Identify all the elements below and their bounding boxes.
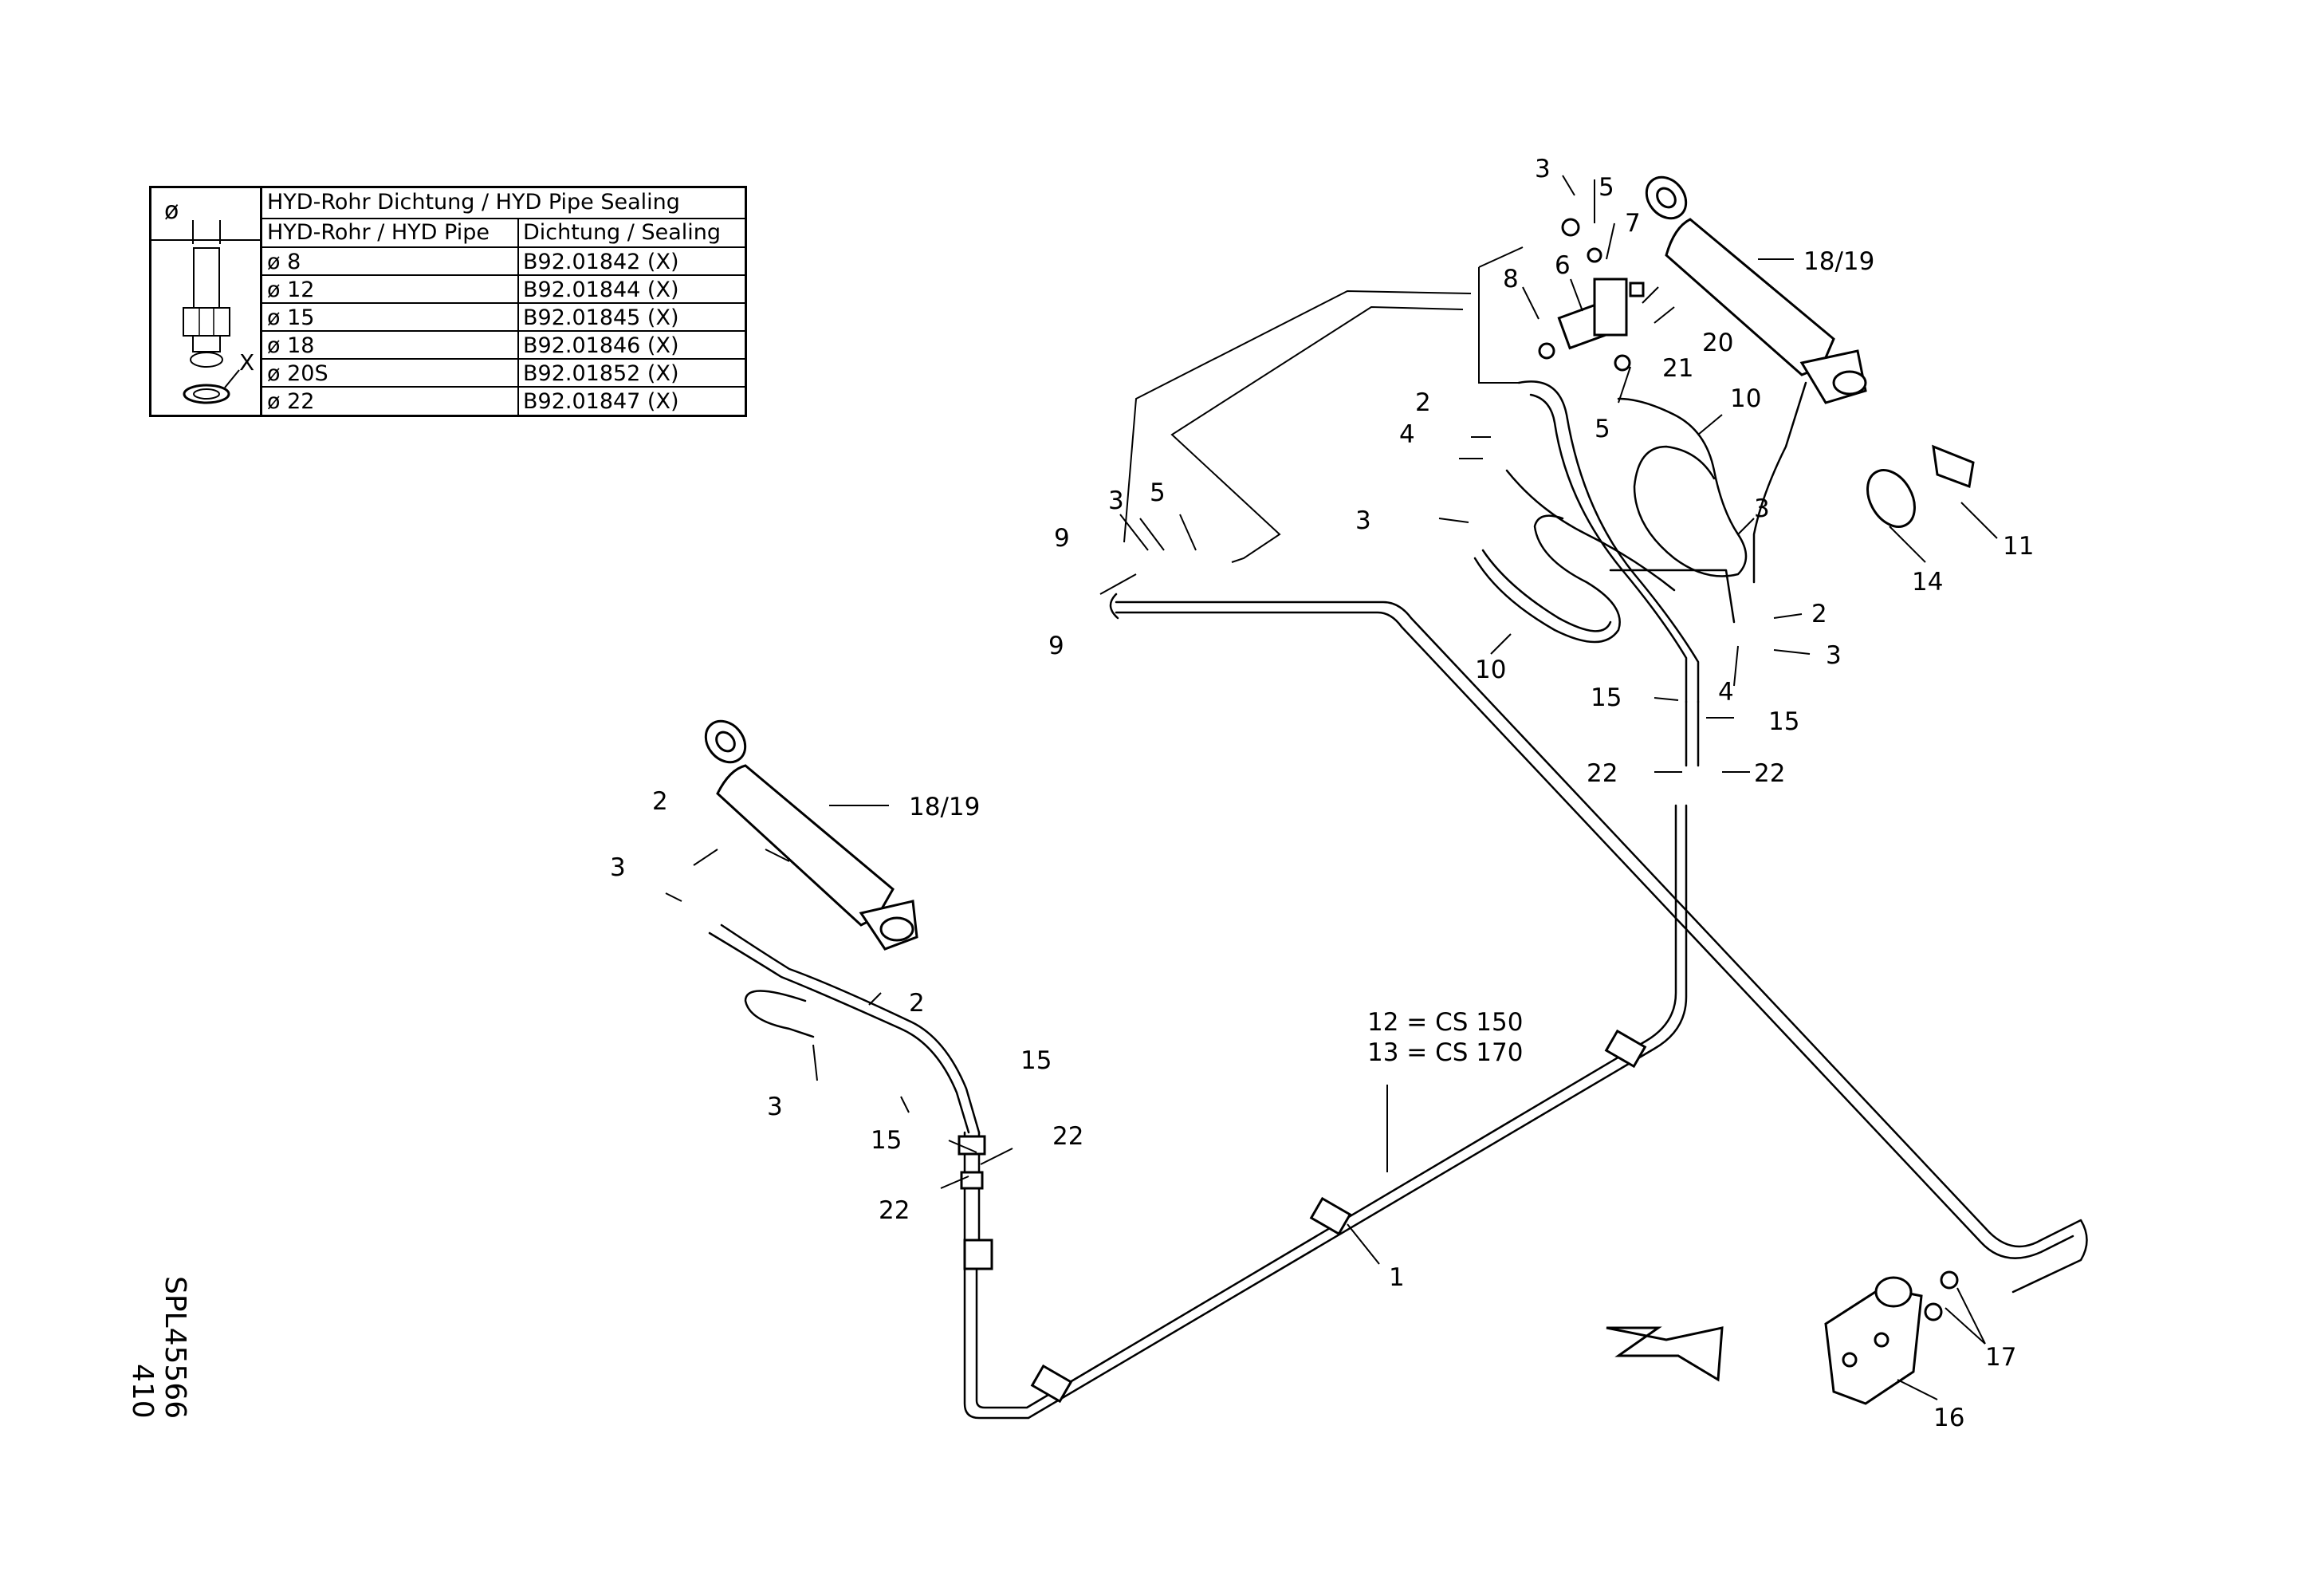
callout-14: 14 bbox=[1912, 568, 1943, 597]
table-row-seal: B92.01844 (X) bbox=[523, 278, 679, 302]
callout-10: 10 bbox=[1730, 384, 1761, 413]
direction-arrow bbox=[1606, 1326, 1724, 1382]
callout-22: 22 bbox=[1754, 759, 1785, 788]
cylinder-lower-left bbox=[704, 719, 918, 951]
variant-line-1: 12 = CS 150 bbox=[1367, 1008, 1523, 1037]
table-row-seal: B92.01846 (X) bbox=[523, 333, 679, 358]
table-row-pipe: ø 18 bbox=[267, 333, 315, 358]
pipe-fitting-icon: ø X bbox=[151, 197, 262, 404]
callout-18-19: 18/19 bbox=[909, 793, 980, 821]
callout-16: 16 bbox=[1933, 1404, 1964, 1432]
callout-7: 7 bbox=[1625, 209, 1641, 238]
callout-3: 3 bbox=[1535, 155, 1551, 183]
drawing-id-line-1: SPL45566 bbox=[159, 1276, 191, 1420]
callout-21: 21 bbox=[1662, 354, 1693, 383]
callout-8: 8 bbox=[1503, 265, 1519, 293]
table-row-seal: B92.01842 (X) bbox=[523, 250, 679, 274]
callout-5: 5 bbox=[1595, 415, 1610, 443]
pump-unit bbox=[1824, 1270, 1959, 1405]
hose-clamp bbox=[1866, 444, 1975, 528]
table-row-seal: B92.01845 (X) bbox=[523, 305, 679, 330]
callout-15: 15 bbox=[1020, 1046, 1052, 1075]
callout-2: 2 bbox=[652, 787, 668, 816]
table-row-pipe: ø 20S bbox=[267, 361, 328, 386]
callout-5: 5 bbox=[1150, 478, 1166, 507]
callout-15: 15 bbox=[871, 1126, 902, 1155]
callout-3: 3 bbox=[1355, 506, 1371, 535]
callout-10: 10 bbox=[1475, 656, 1506, 684]
callout-3: 3 bbox=[1826, 641, 1842, 670]
callout-4: 4 bbox=[1718, 678, 1734, 707]
callout-15: 15 bbox=[1591, 683, 1622, 712]
callout-2: 2 bbox=[1415, 388, 1431, 417]
callout-leaders bbox=[665, 175, 1998, 1400]
hose-upper-right bbox=[1473, 380, 1807, 767]
callout-2: 2 bbox=[909, 989, 925, 1018]
seal-x-label: X bbox=[239, 349, 254, 376]
callout-17: 17 bbox=[1985, 1343, 2016, 1372]
pipe-1 bbox=[963, 804, 1688, 1420]
callout-22: 22 bbox=[1587, 759, 1618, 788]
table-title: HYD-Rohr Dichtung / HYD Pipe Sealing bbox=[267, 190, 680, 215]
col-header-sealing: Dichtung / Sealing bbox=[523, 220, 722, 245]
callout-11: 11 bbox=[2003, 532, 2034, 561]
col-header-pipe: HYD-Rohr / HYD Pipe bbox=[267, 220, 490, 245]
callout-3: 3 bbox=[1108, 486, 1124, 515]
table-row-pipe: ø 22 bbox=[267, 389, 315, 414]
fitting-diagram-cell: ø X bbox=[151, 188, 262, 415]
callout-22: 22 bbox=[1052, 1122, 1083, 1151]
table-row-pipe: ø 12 bbox=[267, 278, 315, 302]
callout-3: 3 bbox=[767, 1093, 783, 1121]
table-row-seal: B92.01852 (X) bbox=[523, 361, 679, 386]
callout-3: 3 bbox=[610, 853, 626, 882]
callout-9: 9 bbox=[1048, 632, 1064, 660]
callout-18-19: 18/19 bbox=[1803, 247, 1874, 276]
pipe-sealing-table: ø X HYD-Rohr Dichtung / HYD Pipe Sealing… bbox=[149, 186, 747, 417]
callout-labels: 2 3 18/19 2 3 15 15 22 22 1 12 = CS 150 … bbox=[610, 155, 2034, 1432]
diameter-symbol: ø bbox=[164, 197, 179, 225]
valve-block bbox=[1538, 218, 1645, 372]
drawing-number: SPL45566 410 bbox=[126, 1276, 191, 1419]
pipe-long-return bbox=[1109, 593, 2088, 1294]
hose-lower-left bbox=[708, 924, 993, 1270]
callout-9: 9 bbox=[1054, 524, 1070, 553]
callout-4: 4 bbox=[1399, 420, 1415, 449]
callout-15: 15 bbox=[1768, 707, 1799, 736]
callout-22: 22 bbox=[879, 1196, 910, 1225]
cylinder-upper-right bbox=[1645, 175, 1867, 404]
table-row-pipe: ø 15 bbox=[267, 305, 315, 330]
table-row-seal: B92.01847 (X) bbox=[523, 389, 679, 414]
pipe-upper-elbow bbox=[1123, 246, 1524, 563]
table-row-pipe: ø 8 bbox=[267, 250, 301, 274]
callout-2: 2 bbox=[1811, 600, 1827, 628]
drawing-id-line-2: 410 bbox=[126, 1364, 159, 1419]
callout-20: 20 bbox=[1702, 329, 1733, 357]
callout-5: 5 bbox=[1598, 173, 1614, 202]
variant-line-2: 13 = CS 170 bbox=[1367, 1038, 1523, 1067]
callout-3: 3 bbox=[1754, 494, 1770, 523]
callout-1: 1 bbox=[1389, 1263, 1405, 1292]
callout-6: 6 bbox=[1555, 251, 1571, 280]
